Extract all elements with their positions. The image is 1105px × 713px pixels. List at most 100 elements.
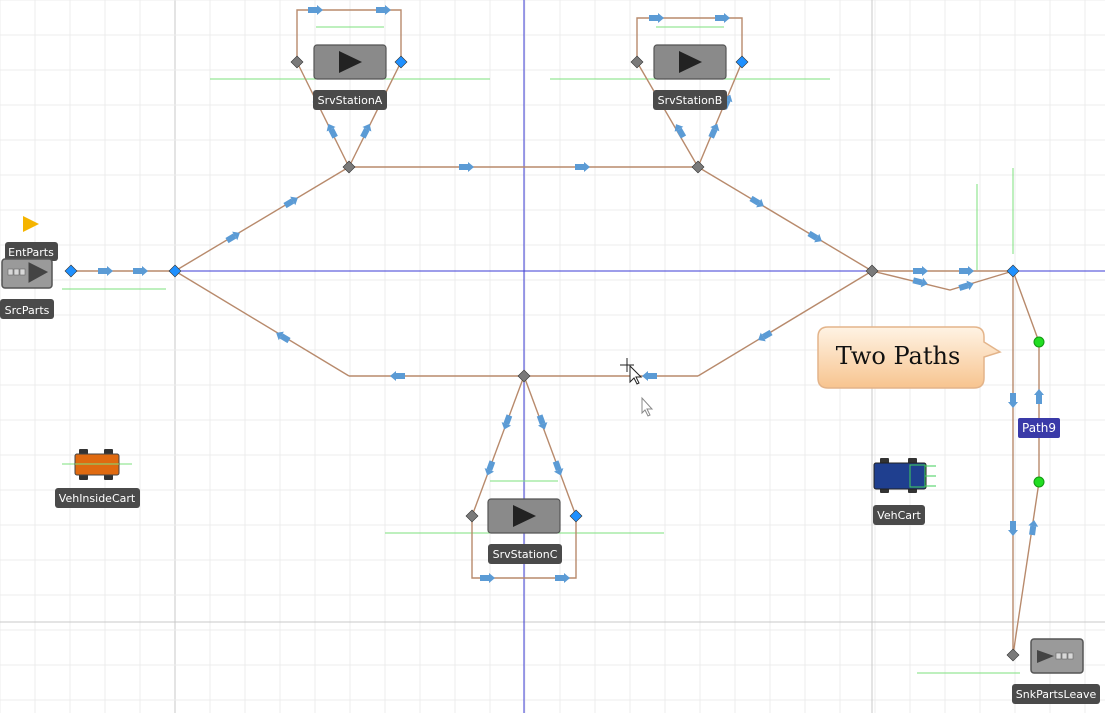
output-node[interactable] — [569, 509, 583, 523]
snk-parts-leave-label: SnkPartsLeave — [1016, 688, 1097, 701]
play-icon — [339, 51, 362, 73]
direction-arrow-icon — [459, 162, 474, 172]
direction-arrow-icon — [225, 231, 240, 244]
direction-arrow-icon — [326, 123, 338, 139]
direction-arrow-icon — [758, 329, 773, 342]
src-parts-label: SrcParts — [5, 304, 50, 317]
direction-arrow-icon — [642, 371, 657, 381]
snk-parts-leave-object[interactable]: SnkPartsLeave — [1012, 638, 1100, 704]
vehicle-icon — [873, 462, 927, 490]
srv-station-a-label: SrvStationA — [318, 94, 383, 107]
veh-inside-cart-label: VehInsideCart — [59, 492, 136, 505]
path-upper-right-down[interactable] — [697, 166, 873, 272]
direction-arrow-icon — [536, 414, 548, 430]
path-vertex-handle[interactable] — [1033, 336, 1045, 348]
direction-arrow-icon — [912, 277, 928, 288]
source-icon — [1, 258, 53, 289]
direction-arrow-icon — [552, 460, 564, 476]
basic-node[interactable] — [168, 264, 182, 278]
path9-label-group[interactable]: Path9 — [1018, 418, 1060, 438]
path-station-b-top[interactable] — [636, 17, 743, 62]
ent-parts-label-bg — [5, 242, 58, 261]
direction-arrow-icon — [1008, 521, 1018, 536]
direction-arrow-icon — [480, 573, 495, 583]
direction-arrow-icon — [360, 123, 372, 139]
direction-arrow-icon — [390, 371, 405, 381]
path-right-to-lower[interactable] — [697, 270, 873, 377]
veh-cart-label: VehCart — [877, 509, 921, 522]
direction-arrow-icon — [501, 414, 513, 430]
veh-inside-cart-label-bg — [55, 488, 140, 508]
direction-arrow-icon — [649, 13, 664, 23]
input-node[interactable] — [630, 55, 644, 69]
path-station-b-out[interactable] — [697, 61, 743, 168]
callout-text: Two Paths — [836, 342, 961, 370]
basic-node[interactable] — [691, 160, 705, 174]
path-station-b-in[interactable] — [636, 61, 699, 168]
output-node[interactable] — [735, 55, 749, 69]
direction-arrow-icon — [555, 573, 570, 583]
input-node[interactable] — [290, 55, 304, 69]
two-paths-callout[interactable]: Two Paths — [817, 326, 1002, 389]
path-station-c-in[interactable] — [471, 375, 525, 517]
src-parts-label-bg — [0, 299, 54, 319]
srv-station-a-object[interactable]: SrvStationA — [313, 44, 387, 110]
direction-arrow-icon — [1008, 393, 1018, 408]
input-node[interactable] — [1006, 648, 1020, 662]
direction-arrow-icon — [133, 266, 148, 276]
basic-node[interactable] — [865, 264, 879, 278]
input-node[interactable] — [465, 509, 479, 523]
pointer-cursor-icon — [641, 396, 654, 417]
basic-node[interactable] — [1006, 264, 1020, 278]
path-station-a-out[interactable] — [348, 61, 402, 168]
path-direction-arrows — [98, 5, 1044, 583]
direction-arrow-icon — [1028, 520, 1039, 536]
srv-station-c-label: SrvStationC — [493, 548, 558, 561]
src-parts-object[interactable]: EntParts SrcParts — [0, 216, 58, 319]
output-node[interactable] — [394, 55, 408, 69]
direction-arrow-icon — [276, 331, 291, 344]
entity-arrow-icon — [23, 216, 39, 232]
path9-label-bg — [1018, 418, 1060, 438]
srv-station-b-object[interactable]: SrvStationB — [653, 44, 727, 110]
direction-arrow-icon — [958, 280, 974, 291]
srv-station-c-label-bg — [488, 544, 562, 564]
direction-arrow-icon — [575, 162, 590, 172]
path-station-a-top[interactable] — [296, 9, 402, 62]
basic-node[interactable] — [517, 369, 531, 383]
direction-arrow-icon — [708, 123, 720, 139]
direction-arrow-icon — [308, 5, 323, 15]
srv-station-b-label-bg — [653, 90, 727, 110]
nodes — [64, 55, 1045, 662]
direction-arrow-icon — [715, 13, 730, 23]
path-lower-to-junction[interactable] — [174, 270, 350, 377]
direction-arrow-icon — [484, 460, 496, 476]
direction-arrow-icon — [807, 230, 822, 243]
play-icon — [513, 505, 536, 527]
move-cursor-icon — [620, 358, 643, 385]
output-node[interactable] — [64, 264, 78, 278]
veh-cart-label-bg — [873, 505, 925, 525]
path-right-lower-loop[interactable] — [871, 270, 1014, 291]
direction-arrow-icon — [376, 5, 391, 15]
snk-parts-leave-label-bg — [1012, 684, 1100, 704]
veh-inside-cart-object[interactable]: VehInsideCart — [55, 449, 140, 508]
ent-parts-label: EntParts — [8, 246, 54, 259]
path9-label: Path9 — [1022, 421, 1056, 435]
veh-cart-object[interactable]: VehCart — [873, 458, 936, 525]
path-to-upper-left[interactable] — [174, 166, 350, 272]
path-station-a-in[interactable] — [296, 61, 350, 168]
callout-shape — [817, 326, 1002, 389]
path9[interactable] — [1012, 270, 1040, 656]
path-station-c-bottom[interactable] — [471, 516, 577, 579]
path-station-c-out[interactable] — [523, 375, 577, 517]
direction-arrow-icon — [913, 266, 928, 276]
srv-station-a-label-bg — [313, 90, 387, 110]
direction-arrow-icon — [98, 266, 113, 276]
basic-node[interactable] — [342, 160, 356, 174]
srv-station-b-label: SrvStationB — [658, 94, 723, 107]
direction-arrow-icon — [283, 196, 298, 209]
srv-station-c-object[interactable]: SrvStationC — [487, 498, 562, 564]
path-vertex-handle[interactable] — [1033, 476, 1045, 488]
